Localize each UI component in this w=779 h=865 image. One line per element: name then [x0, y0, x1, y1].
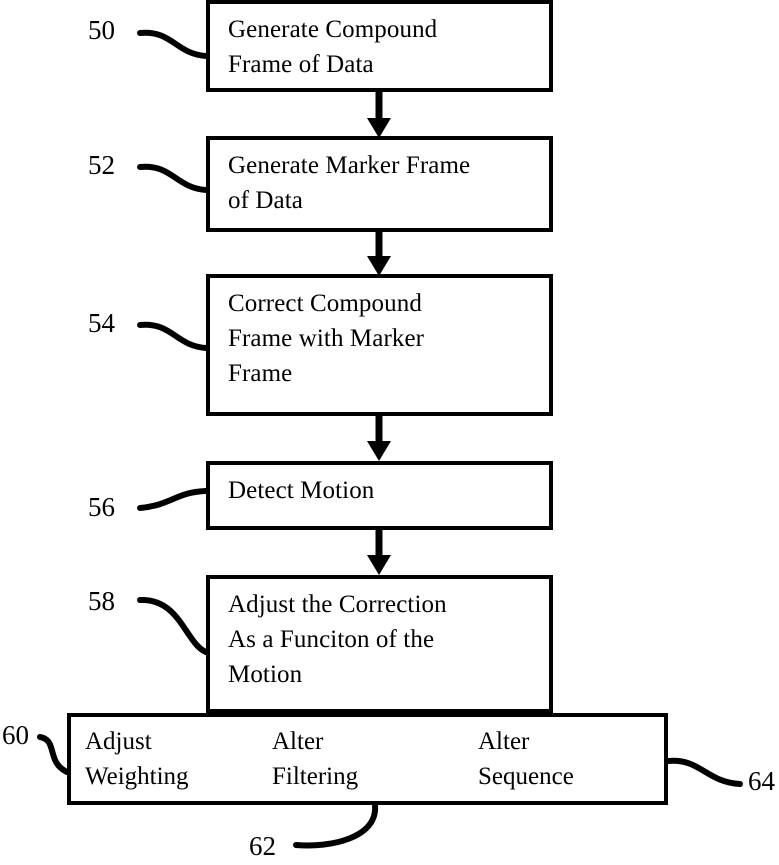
arrow-50-to-52 — [367, 92, 391, 138]
option-box-60-label: Adjust Weighting — [85, 728, 189, 790]
leader-line-58 — [137, 596, 212, 656]
step-box-54[interactable]: Correct Compound Frame with Marker Frame — [206, 274, 553, 416]
arrow-54-to-56 — [367, 416, 391, 461]
leader-line-62 — [293, 802, 379, 849]
step-ref-52: 52 — [88, 150, 115, 180]
arrow-52-to-54 — [367, 232, 391, 276]
option-ref-64: 64 — [748, 766, 775, 796]
step-box-56[interactable]: Detect Motion — [206, 461, 553, 530]
option-box-62-label: Alter Filtering — [272, 728, 359, 790]
option-box-60[interactable]: Adjust Weighting — [71, 717, 255, 801]
leader-line-54 — [137, 321, 209, 351]
step-box-50-label: Generate Compound Frame of Data — [228, 16, 438, 78]
leader-line-56 — [137, 488, 209, 511]
arrow-56-to-58 — [367, 530, 391, 575]
step-box-58-label: Adjust the Correction As a Funciton of t… — [228, 591, 447, 688]
step-box-54-label: Correct Compound Frame with Marker Frame — [228, 290, 425, 387]
leader-line-64 — [665, 757, 743, 787]
step-ref-56: 56 — [88, 492, 115, 522]
leader-line-50 — [137, 29, 209, 59]
step-box-52-label: Generate Marker Frame of Data — [228, 152, 471, 214]
step-box-50[interactable]: Generate Compound Frame of Data — [206, 0, 553, 92]
leader-line-60 — [37, 734, 70, 775]
step-box-52[interactable]: Generate Marker Frame of Data — [206, 136, 553, 232]
option-box-62[interactable]: Alter Filtering — [258, 717, 461, 801]
option-box-64-label: Alter Sequence — [478, 728, 574, 790]
option-box-64[interactable]: Alter Sequence — [464, 717, 664, 801]
step-box-56-label: Detect Motion — [228, 477, 375, 504]
leader-line-52 — [137, 163, 209, 193]
step-box-58[interactable]: Adjust the Correction As a Funciton of t… — [206, 575, 553, 713]
step-ref-54: 54 — [88, 308, 115, 338]
option-ref-60: 60 — [2, 720, 29, 750]
step-ref-58: 58 — [88, 586, 115, 616]
step-ref-50: 50 — [88, 15, 115, 45]
option-ref-62: 62 — [249, 831, 276, 861]
